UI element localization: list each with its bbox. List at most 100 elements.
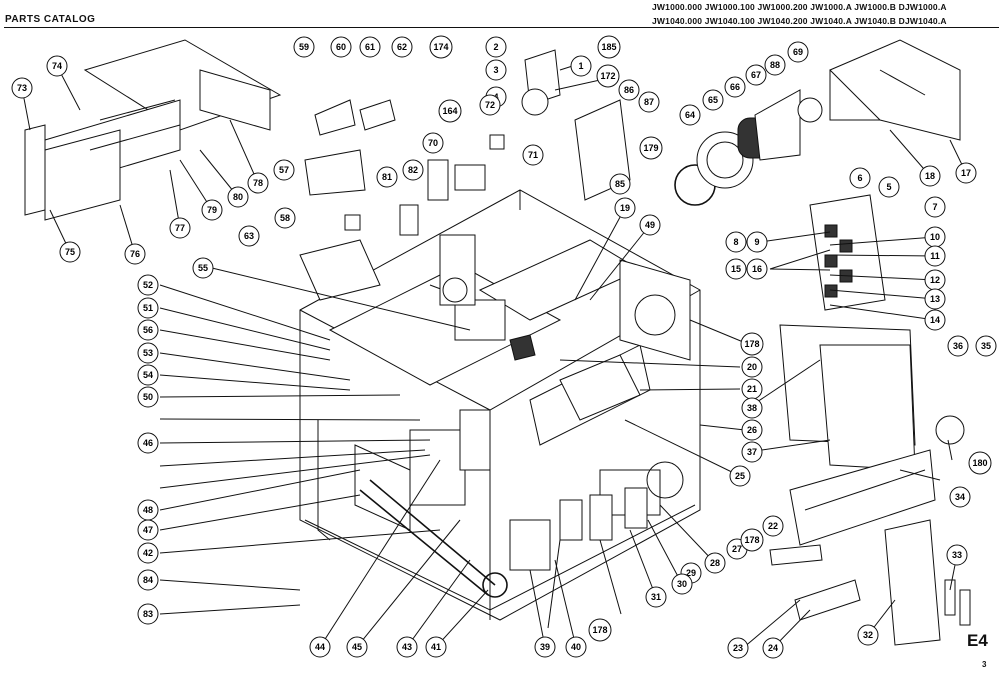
svg-text:9: 9: [754, 237, 759, 247]
callout-49: 49: [639, 214, 661, 236]
svg-text:14: 14: [930, 315, 940, 325]
callout-80: 80: [227, 186, 249, 208]
callout-46: 46: [137, 432, 159, 454]
callout-54: 54: [137, 364, 159, 386]
svg-text:51: 51: [143, 303, 153, 313]
callout-9: 9: [746, 231, 768, 253]
callout-1: 1: [570, 55, 592, 77]
callout-73: 73: [11, 77, 33, 99]
svg-text:70: 70: [428, 138, 438, 148]
callout-16: 16: [746, 258, 768, 280]
svg-text:86: 86: [624, 85, 634, 95]
callout-30: 30: [671, 573, 693, 595]
callout-83: 83: [137, 603, 159, 625]
header-rule: [4, 27, 999, 28]
callout-185: 185: [597, 35, 621, 59]
callout-23: 23: [727, 637, 749, 659]
svg-text:29: 29: [686, 568, 696, 578]
svg-text:83: 83: [143, 609, 153, 619]
callout-174: 174: [429, 35, 453, 59]
callout-75: 75: [59, 241, 81, 263]
callout-84: 84: [137, 569, 159, 591]
svg-text:16: 16: [752, 264, 762, 274]
callout-74: 74: [46, 55, 68, 77]
svg-text:39: 39: [540, 642, 550, 652]
svg-text:23: 23: [733, 643, 743, 653]
callout-28: 28: [704, 552, 726, 574]
svg-text:67: 67: [751, 70, 761, 80]
callout-71: 71: [522, 144, 544, 166]
svg-text:87: 87: [644, 97, 654, 107]
svg-text:71: 71: [528, 150, 538, 160]
callout-22: 22: [762, 515, 784, 537]
svg-text:33: 33: [952, 550, 962, 560]
side-panel-and-rails: [769, 324, 971, 646]
svg-text:65: 65: [708, 95, 718, 105]
svg-text:77: 77: [175, 223, 185, 233]
callout-179: 179: [639, 136, 663, 160]
callout-40: 40: [565, 636, 587, 658]
svg-text:7: 7: [932, 202, 937, 212]
callout-24: 24: [762, 637, 784, 659]
callout-69: 69: [787, 41, 809, 63]
callout-67: 67: [745, 64, 767, 86]
svg-text:56: 56: [143, 325, 153, 335]
svg-text:26: 26: [747, 425, 757, 435]
callout-42: 42: [137, 542, 159, 564]
callout-86: 86: [618, 79, 640, 101]
svg-text:180: 180: [972, 458, 987, 468]
callout-57: 57: [273, 159, 295, 181]
svg-text:172: 172: [600, 71, 615, 81]
catalog-title: PARTS CATALOG: [5, 14, 96, 25]
callout-36: 36: [947, 335, 969, 357]
svg-text:25: 25: [735, 471, 745, 481]
svg-text:47: 47: [143, 525, 153, 535]
svg-text:36: 36: [953, 341, 963, 351]
callout-21: 21: [741, 378, 763, 400]
callout-39: 39: [534, 636, 556, 658]
callout-81: 81: [376, 166, 398, 188]
callout-60: 60: [330, 36, 352, 58]
svg-text:2: 2: [493, 42, 498, 52]
svg-text:54: 54: [143, 370, 153, 380]
callout-51: 51: [137, 297, 159, 319]
svg-text:57: 57: [279, 165, 289, 175]
callout-34: 34: [949, 486, 971, 508]
svg-text:43: 43: [402, 642, 412, 652]
callout-10: 10: [924, 226, 946, 248]
svg-text:76: 76: [130, 249, 140, 259]
callout-8: 8: [725, 231, 747, 253]
callout-178a: 178: [740, 332, 764, 356]
model-list-line2: JW1040.000 JW1040.100 JW1040.200 JW1040.…: [652, 16, 947, 26]
svg-text:178: 178: [744, 339, 759, 349]
svg-text:82: 82: [408, 165, 418, 175]
callout-25: 25: [729, 465, 751, 487]
svg-text:178: 178: [592, 625, 607, 635]
svg-text:58: 58: [280, 213, 290, 223]
callout-78: 78: [247, 172, 269, 194]
svg-text:73: 73: [17, 83, 27, 93]
callout-32: 32: [857, 624, 879, 646]
svg-text:53: 53: [143, 348, 153, 358]
svg-text:62: 62: [397, 42, 407, 52]
callout-11: 11: [924, 245, 946, 267]
svg-text:44: 44: [315, 642, 325, 652]
svg-text:79: 79: [207, 205, 217, 215]
callout-6: 6: [849, 167, 871, 189]
callout-178b: 178: [588, 618, 612, 642]
svg-text:38: 38: [747, 403, 757, 413]
callout-76: 76: [124, 243, 146, 265]
callout-77: 77: [169, 217, 191, 239]
callout-85: 85: [609, 173, 631, 195]
svg-text:49: 49: [645, 220, 655, 230]
heater-assembly: [24, 39, 282, 221]
svg-text:80: 80: [233, 192, 243, 202]
callout-31: 31: [645, 586, 667, 608]
callout-13: 13: [924, 288, 946, 310]
svg-text:31: 31: [651, 592, 661, 602]
callout-48: 48: [137, 499, 159, 521]
callout-56: 56: [137, 319, 159, 341]
svg-text:69: 69: [793, 47, 803, 57]
callout-15: 15: [725, 258, 747, 280]
svg-text:30: 30: [677, 579, 687, 589]
